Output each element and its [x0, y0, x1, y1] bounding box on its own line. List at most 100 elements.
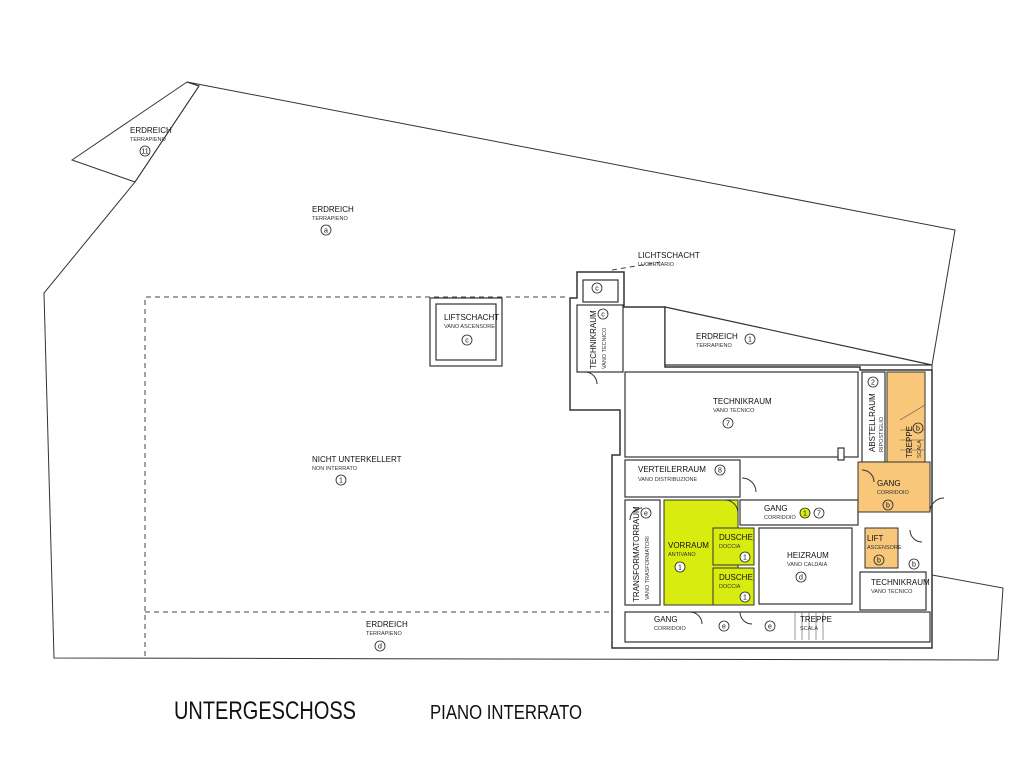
room-name-it: SCALA — [800, 626, 818, 632]
room-name-it: VANO CALDAIA — [787, 562, 828, 568]
label-erdreich-a: ERDREICH TERRAPIENO a — [312, 205, 354, 236]
room-name: ERDREICH — [366, 620, 408, 629]
room-name: GANG — [654, 615, 678, 624]
room-name-it: ANTIVANO — [668, 552, 696, 558]
room-name-it: DOCCIA — [719, 584, 741, 590]
room-number: 1 — [743, 555, 747, 562]
label-treppe-upper: b TREPPE SCALA — [905, 422, 924, 458]
technikraum-7-room — [624, 371, 859, 458]
transformatorraum-room — [624, 499, 661, 606]
room-name: ERDREICH — [696, 332, 738, 341]
label-technikraum-b: b TECHNIKRAUM VANO TECNICO — [871, 558, 930, 595]
label-lichtschacht: LICHTSCHACHT LUCERNARIO c — [591, 251, 700, 294]
label-treppe-lower: TREPPE SCALA — [800, 615, 832, 632]
room-name: VORRAUM — [668, 541, 709, 550]
room-number: e — [768, 624, 772, 631]
room-name-it: NON INTERRATO — [312, 466, 358, 472]
erdreich-triangle — [664, 306, 933, 366]
room-name-it: VANO TRASFORMATORI — [645, 536, 651, 600]
technikraum-b-room — [859, 571, 927, 611]
room-number: a — [324, 228, 328, 235]
room-name: TECHNIKRAUM — [871, 578, 930, 587]
room-name: TECHNIKRAUM — [589, 310, 598, 369]
room-number: d — [799, 575, 803, 582]
label-technikraum-7: TECHNIKRAUM VANO TECNICO 7 — [713, 397, 772, 429]
room-number: c — [465, 338, 469, 345]
label-verteilerraum: VERTEILERRAUM VANO DISTRIBUZIONE 8 — [638, 464, 726, 483]
heizraum-room — [758, 527, 853, 605]
room-name-it: VANO TECNICO — [602, 327, 608, 369]
room-number: b — [886, 503, 890, 510]
room-number: e — [722, 624, 726, 631]
room-name-it: VANO DISTRIBUZIONE — [638, 477, 698, 483]
room-number: 1 — [803, 511, 807, 518]
room-name-it: CORRIDOIO — [654, 626, 687, 632]
room-name: DUSCHE — [719, 573, 753, 582]
room-name: ABSTELLRAUM — [868, 393, 877, 452]
room-name: ERDREICH — [130, 126, 172, 135]
stair-upper-room — [886, 371, 926, 463]
door-swings — [584, 371, 945, 625]
gang-bottom-room — [624, 611, 931, 643]
room-name-it: TERRAPIENO — [366, 631, 402, 637]
room-number: b — [912, 562, 916, 569]
room-name: NICHT UNTERKELLERT — [312, 455, 402, 464]
room-name: VERTEILERRAUM — [638, 465, 706, 474]
label-abstellraum: 2 ABSTELLRAUM RIPOSTIGLIO — [867, 376, 885, 452]
lichtschacht-leader — [611, 261, 661, 271]
room-name-it: VANO TECNICO — [713, 408, 755, 414]
room-name-it: SCALA — [917, 440, 923, 458]
unbuilt-area-outline — [144, 296, 565, 658]
label-erdreich-d: ERDREICH TERRAPIENO d — [366, 620, 408, 652]
room-name-it: VANO TECNICO — [871, 589, 913, 595]
room-name-it: DOCCIA — [719, 544, 741, 550]
label-lift: LIFT ASCENSORE b — [867, 534, 902, 566]
label-transformatorraum: e TRANSFORMATORRAUM VANO TRASFORMATORI — [632, 506, 652, 602]
room-name: GANG — [877, 479, 901, 488]
room-number: b — [877, 558, 881, 565]
column — [837, 447, 845, 461]
plan-title-italian: PIANO INTERRATO — [430, 702, 582, 724]
room-name-it: ASCENSORE — [867, 545, 902, 551]
room-name: TREPPE — [800, 615, 832, 624]
gang-main-room — [739, 499, 859, 526]
room-name: GANG — [764, 504, 788, 513]
room-number: b — [916, 426, 920, 433]
room-number: e — [644, 511, 648, 518]
liftschacht-inner — [435, 303, 497, 361]
room-name-it: TERRAPIENO — [696, 343, 732, 349]
room-number: 7 — [726, 421, 730, 428]
label-technikraum-small: c TECHNIKRAUM VANO TECNICO — [589, 308, 609, 369]
label-erdreich-11: ERDREICH TERRAPIENO 11 — [130, 126, 172, 157]
room-number: 1 — [743, 595, 747, 602]
room-number: c — [601, 312, 605, 319]
label-gang-main: GANG CORRIDOIO 1 7 — [764, 504, 825, 521]
label-nicht-unterkellert: NICHT UNTERKELLERT NON INTERRATO 1 — [312, 455, 402, 486]
room-number: 11 — [141, 149, 148, 156]
stair-lower-treads — [794, 612, 824, 640]
room-name: ERDREICH — [312, 205, 354, 214]
room-number: 1 — [339, 478, 343, 485]
room-number: 8 — [718, 468, 722, 475]
label-vorraum: VORRAUM ANTIVANO 1 — [668, 541, 709, 573]
terrain-triangle-11 — [70, 81, 200, 183]
room-name-it: RIPOSTIGLIO — [879, 416, 885, 452]
room-number: 1 — [748, 337, 752, 344]
label-erdreich-1: ERDREICH TERRAPIENO 1 — [696, 332, 756, 349]
room-number: 2 — [871, 380, 875, 387]
room-name: LICHTSCHACHT — [638, 251, 700, 260]
room-name: TECHNIKRAUM — [713, 397, 772, 406]
room-name: HEIZRAUM — [787, 551, 829, 560]
room-name-it: CORRIDOIO — [877, 490, 910, 496]
room-name: LIFT — [867, 534, 884, 543]
room-number: 7 — [817, 511, 821, 518]
room-name: LIFTSCHACHT — [444, 313, 499, 322]
room-number: d — [378, 644, 382, 651]
label-heizraum: HEIZRAUM VANO CALDAIA d — [787, 551, 829, 583]
label-dusche-2: DUSCHE DOCCIA 1 — [719, 573, 753, 603]
room-name-it: CORRIDOIO — [764, 515, 797, 521]
room-name: DUSCHE — [719, 533, 753, 542]
room-name-it: TERRAPIENO — [130, 137, 166, 143]
gang-orange-room — [857, 461, 931, 513]
